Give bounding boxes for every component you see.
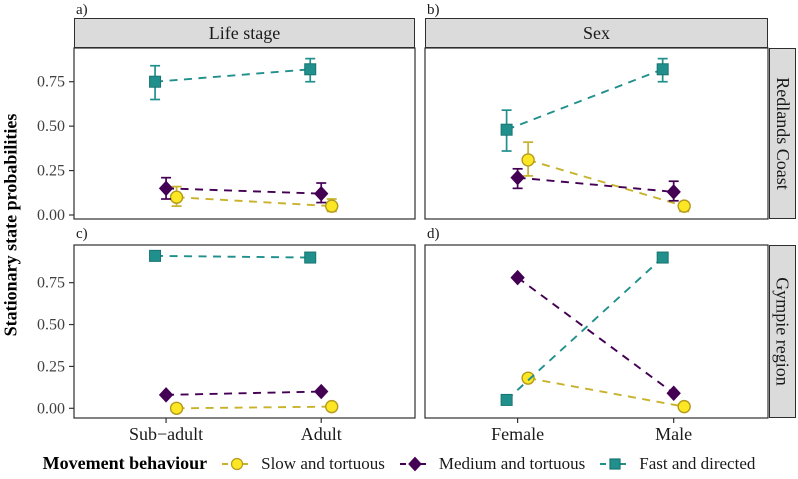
series-line	[176, 196, 332, 208]
panel-letter-b: b)	[427, 2, 440, 18]
data-point	[158, 387, 174, 403]
series-line	[154, 68, 311, 83]
facet-strip-sex: Sex	[425, 18, 768, 48]
panel-letter-a: a)	[76, 2, 88, 18]
data-point	[314, 383, 329, 400]
facet-strip-redlands-coast-label: Redlands Coast	[773, 77, 793, 190]
data-point	[158, 180, 174, 197]
panel-border	[424, 244, 769, 419]
x-axis-tick-label: Adult	[301, 424, 342, 444]
x-axis-tick-label: Female	[491, 424, 544, 444]
facet-strip-gympie-region-label: Gympie region	[773, 277, 794, 386]
data-point	[666, 184, 681, 200]
data-point	[149, 249, 162, 262]
data-point	[325, 399, 339, 414]
panel-letter-d: d)	[427, 226, 440, 242]
facet-strip-redlands-coast: Redlands Coast	[769, 48, 796, 219]
panel-border	[73, 244, 416, 419]
data-point	[521, 371, 535, 385]
series-line	[155, 254, 311, 259]
fast-directed-key-icon	[600, 457, 631, 470]
series-line	[505, 256, 664, 401]
data-point	[656, 251, 669, 264]
y-axis-tick-label: 0.00	[37, 207, 65, 224]
panel-border	[424, 47, 769, 220]
y-axis-tick-label: 0.50	[37, 118, 65, 135]
y-axis-tick-label: 0.75	[37, 74, 65, 91]
data-point	[304, 251, 317, 264]
legend-item-slow: Slow and tortuous	[220, 454, 385, 474]
panel-letter-c: c)	[76, 226, 88, 242]
medium-tortuous-key-icon	[399, 456, 430, 471]
series-line	[527, 159, 685, 208]
series-line	[517, 276, 675, 394]
series-line	[166, 390, 322, 396]
data-point	[677, 199, 691, 213]
legend: Movement behaviour Slow and tortuous Med…	[0, 453, 798, 474]
legend-item-medium: Medium and tortuous	[398, 454, 585, 474]
data-point	[325, 199, 339, 213]
data-point	[677, 399, 691, 414]
legend-title: Movement behaviour	[42, 453, 208, 473]
x-axis-tick-label: Male	[655, 424, 692, 444]
data-point	[666, 385, 681, 401]
legend-item-fast: Fast and directed	[598, 454, 755, 474]
data-point	[500, 123, 513, 136]
panel-border	[73, 47, 416, 220]
legend-label-slow: Slow and tortuous	[261, 453, 385, 473]
series-line	[527, 377, 685, 408]
slow-tortuous-key-icon	[222, 457, 253, 470]
facet-strip-life-stage: Life stage	[74, 18, 415, 48]
series-line	[166, 187, 322, 195]
data-point	[500, 393, 513, 406]
data-point	[656, 63, 669, 76]
data-point	[169, 190, 184, 204]
data-point	[149, 75, 162, 88]
y-axis-tick-label: 0.00	[37, 400, 65, 417]
y-axis-tick-label: 0.25	[37, 358, 65, 375]
y-axis-tick-label: 0.75	[37, 275, 65, 292]
legend-label-medium: Medium and tortuous	[438, 453, 586, 473]
data-point	[510, 269, 525, 286]
data-point	[169, 401, 184, 415]
series-line	[176, 405, 332, 410]
series-line	[517, 176, 674, 193]
data-point	[314, 185, 329, 202]
data-point	[510, 169, 525, 186]
data-point	[521, 153, 535, 167]
y-axis-title: Stationary state probabilities	[0, 113, 21, 337]
x-axis-tick-label: Sub−adult	[129, 424, 203, 444]
y-axis-tick-label: 0.25	[37, 163, 65, 180]
data-point	[304, 63, 317, 76]
legend-label-fast: Fast and directed	[639, 453, 756, 473]
y-axis-tick-label: 0.50	[37, 317, 65, 334]
facet-strip-gympie-region: Gympie region	[769, 245, 796, 418]
series-line	[506, 68, 664, 131]
